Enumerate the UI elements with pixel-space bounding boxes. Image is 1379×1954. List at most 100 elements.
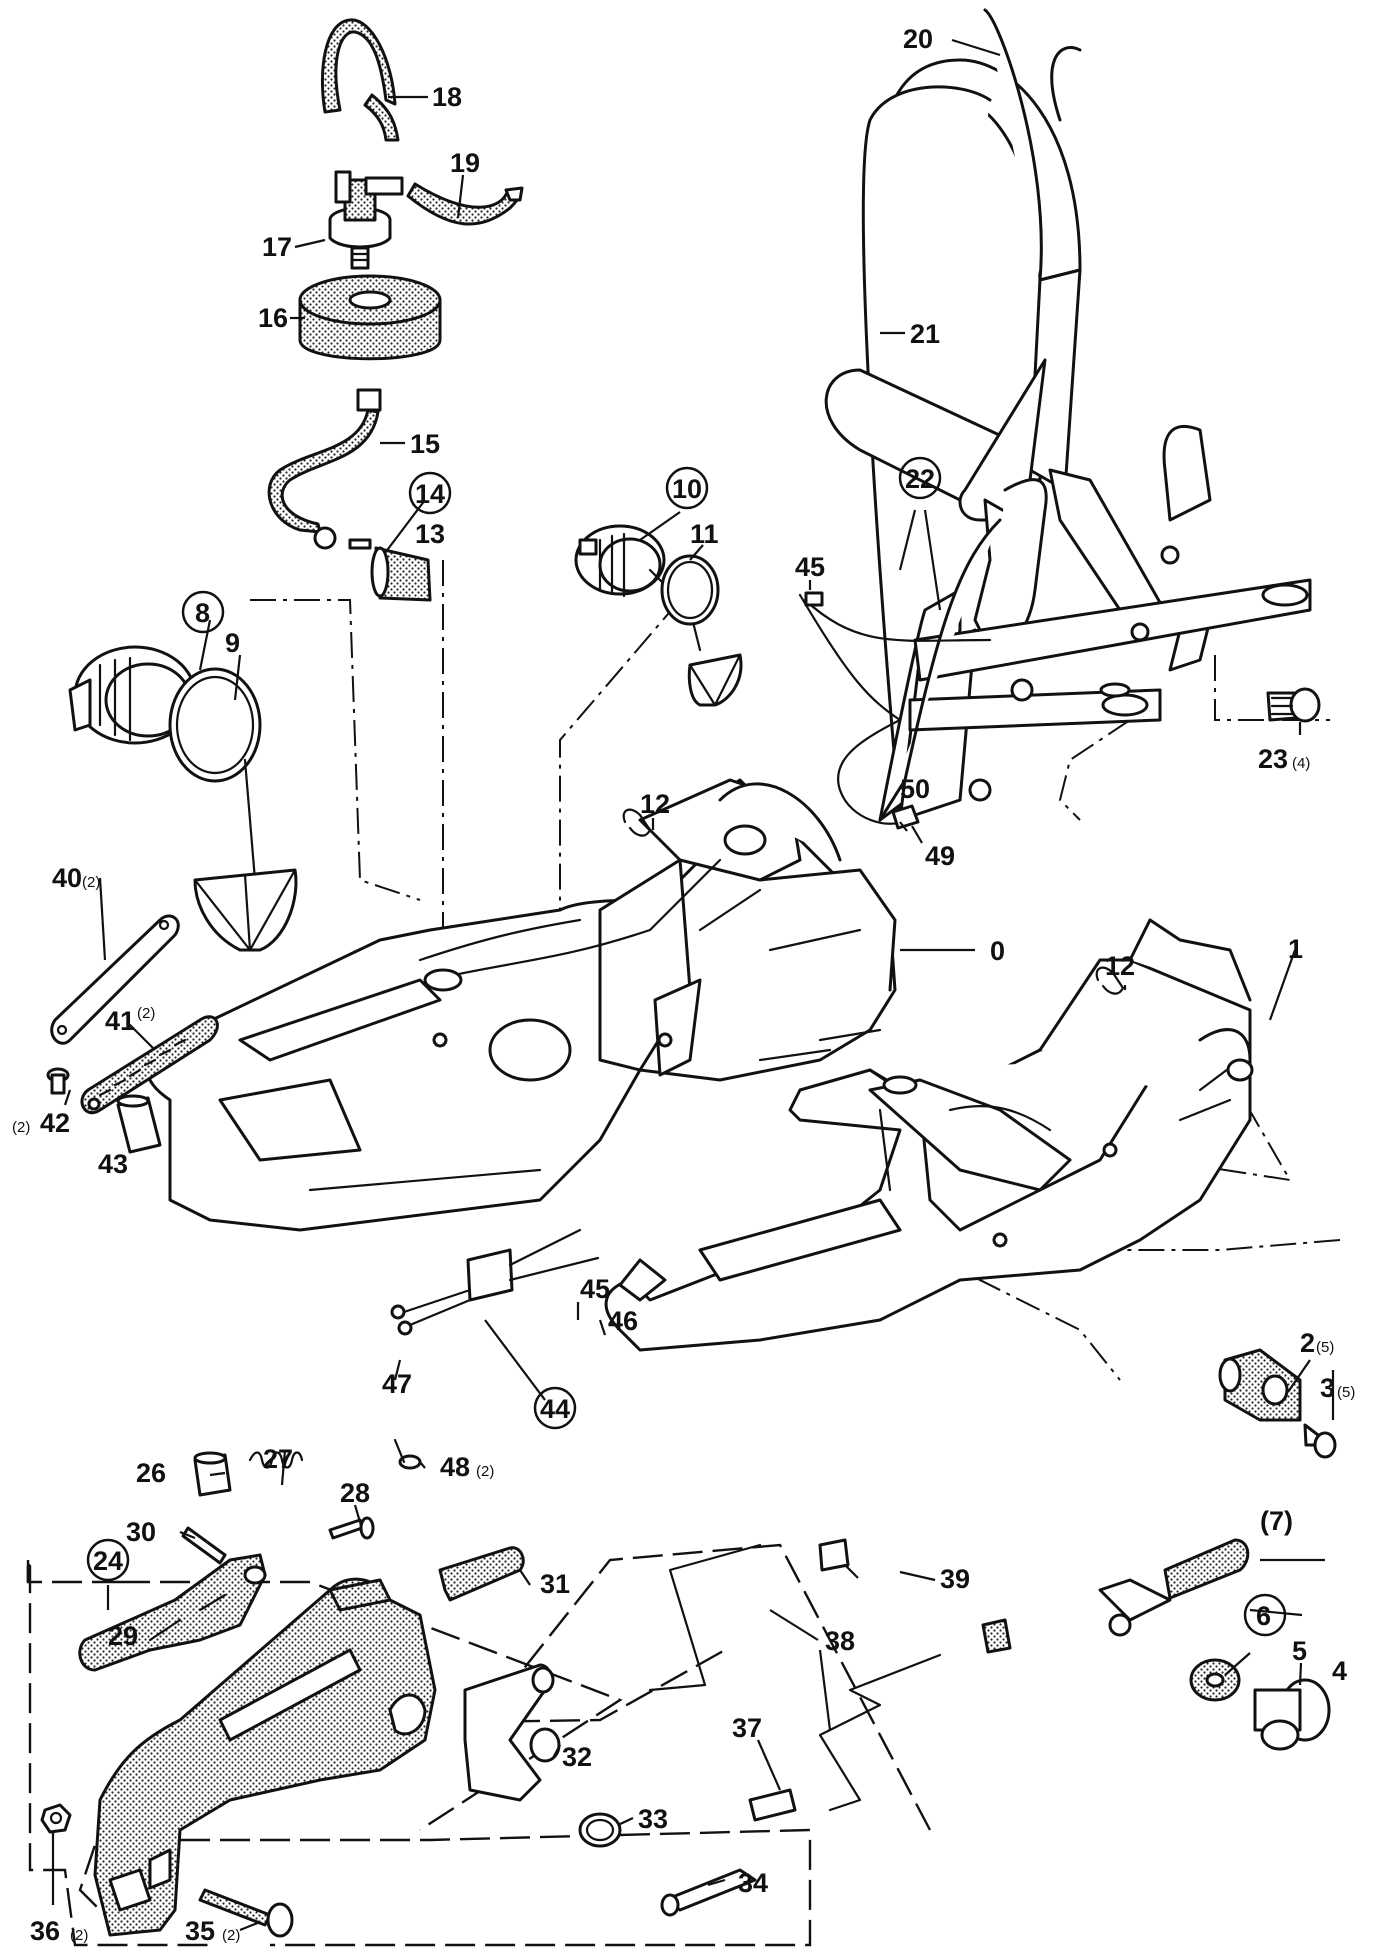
housing-0 <box>146 778 897 1232</box>
screw-42 <box>46 1067 70 1095</box>
oil-cap-10 <box>574 524 702 652</box>
callout-46: 46 <box>608 1306 638 1336</box>
pin-30 <box>181 1526 227 1565</box>
callout-49: 49 <box>925 841 955 871</box>
callout-0: 0 <box>990 936 1005 966</box>
callout-12-right: 12 <box>1105 951 1135 981</box>
vent-hose-19 <box>406 182 524 226</box>
clip-37 <box>748 1788 797 1822</box>
rear-handle-24 <box>93 1577 437 1937</box>
heater-wire-22 <box>798 591 992 830</box>
callout-32: 32 <box>562 1742 592 1772</box>
spring-6 <box>1098 1538 1250 1637</box>
callout-45-switch: 45 <box>580 1274 610 1304</box>
callout-41-qty: (2) <box>137 1005 155 1022</box>
callout-35-qty: (2) <box>222 1927 240 1944</box>
pin-28 <box>328 1516 375 1540</box>
callout-36: 36 <box>30 1916 60 1946</box>
pin-34 <box>660 1868 757 1917</box>
housing-1 <box>604 918 1254 1352</box>
callout-3-qty: (5) <box>1337 1384 1355 1401</box>
vent-valve-17 <box>328 170 404 270</box>
callout-4: 4 <box>1332 1656 1347 1686</box>
callout-45-heater: 45 <box>795 552 825 582</box>
oil-cap-seal-11 <box>660 554 743 707</box>
callout-23: 23 <box>1258 744 1288 774</box>
callout-27: 27 <box>263 1444 293 1474</box>
callout-2-qty: (5) <box>1316 1339 1334 1356</box>
callout-24: 24 <box>93 1546 123 1576</box>
fuel-cap-seal-9 <box>168 667 298 952</box>
nut-36 <box>40 1803 72 1834</box>
shield-31 <box>438 1546 525 1602</box>
screw-3 <box>1303 1423 1337 1459</box>
callout-17: 17 <box>262 232 292 262</box>
fuel-pickup-13 <box>348 538 432 602</box>
clip-12b <box>1095 966 1125 995</box>
callout-20: 20 <box>903 24 933 54</box>
fuel-hose-18 <box>320 18 400 142</box>
callout-14: 14 <box>415 479 445 509</box>
callout-40: 40 <box>52 863 82 893</box>
callout-42: 42 <box>40 1108 70 1138</box>
callout-16: 16 <box>258 303 288 333</box>
callout-9: 9 <box>225 628 240 658</box>
lever-32 <box>463 1663 561 1802</box>
filter-ring-16 <box>298 274 442 361</box>
callout-10: 10 <box>672 474 702 504</box>
screw-48 <box>393 1438 422 1470</box>
buffer-4 <box>1253 1678 1331 1751</box>
callout-1: 1 <box>1288 934 1303 964</box>
callout-41: 41 <box>105 1006 135 1036</box>
callout-29: 29 <box>108 1621 138 1651</box>
leader-lines <box>51 38 1335 1932</box>
callout-6: 6 <box>1256 1601 1271 1631</box>
callout-3: 3 <box>1320 1373 1335 1403</box>
callout-34: 34 <box>738 1868 768 1898</box>
plate-41 <box>80 1015 219 1114</box>
callout-15: 15 <box>410 429 440 459</box>
callout-48: 48 <box>440 1452 470 1482</box>
callout-48-qty: (2) <box>476 1463 494 1480</box>
callout-33: 33 <box>638 1804 668 1834</box>
mount-5 <box>1189 1658 1241 1702</box>
screw-35 <box>198 1888 294 1938</box>
callout-18: 18 <box>432 82 462 112</box>
strap-40 <box>50 914 180 1045</box>
av-mount-2 <box>1218 1348 1302 1422</box>
callout-39: 39 <box>940 1564 970 1594</box>
callout-30: 30 <box>126 1517 156 1547</box>
callout-2: 2 <box>1300 1328 1315 1358</box>
callout-31: 31 <box>540 1569 570 1599</box>
clip-12a <box>622 808 652 837</box>
callout-labels: 20 18 19 17 16 21 15 14 13 10 11 22 45 8… <box>12 24 1355 1946</box>
callout-40-qty: (2) <box>82 874 100 891</box>
callout-circles <box>86 456 1287 1637</box>
callout-42-qty: (2) <box>12 1119 30 1136</box>
spring-33 <box>578 1812 622 1848</box>
fuel-line-15 <box>267 388 382 550</box>
callout-5: 5 <box>1292 1636 1307 1666</box>
front-handle-21 <box>824 8 1082 822</box>
switch-44 <box>390 1228 600 1336</box>
callout-19: 19 <box>450 148 480 178</box>
callout-35: 35 <box>185 1916 215 1946</box>
rod-38 <box>648 1543 942 1812</box>
sleeve-43 <box>116 1094 162 1154</box>
callout-12-left: 12 <box>640 789 670 819</box>
screw-23 <box>1266 687 1321 723</box>
callout-26: 26 <box>136 1458 166 1488</box>
throttle-trigger-29 <box>78 1553 267 1672</box>
callout-22: 22 <box>905 464 935 494</box>
callout-43: 43 <box>98 1149 128 1179</box>
callout-44: 44 <box>540 1394 570 1424</box>
callout-37: 37 <box>732 1713 762 1743</box>
callout-8: 8 <box>195 598 210 628</box>
callout-21: 21 <box>910 319 940 349</box>
callout-36-qty: (2) <box>70 1927 88 1944</box>
callout-13: 13 <box>415 519 445 549</box>
callout-23-qty: (4) <box>1292 755 1310 772</box>
fitting-39 <box>818 1538 1012 1654</box>
callout-47: 47 <box>382 1369 412 1399</box>
